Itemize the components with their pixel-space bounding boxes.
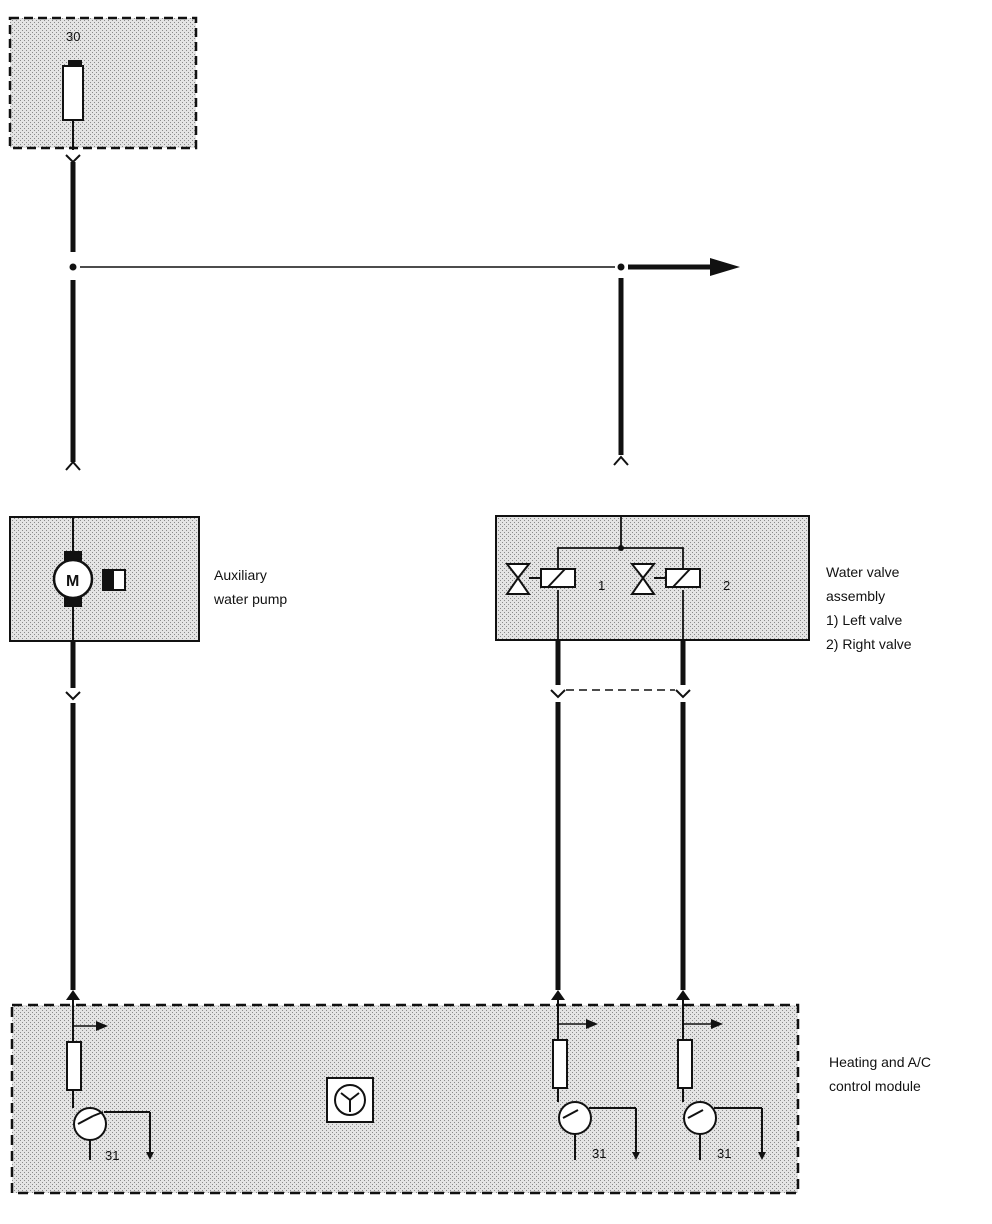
aux-pump-label-line2: water pump	[214, 591, 288, 607]
control-module-label-line2: control module	[829, 1078, 921, 1094]
wire-power-to-pump	[65, 154, 81, 471]
ground-icon-right	[758, 1152, 766, 1160]
power-supply-box	[8, 16, 198, 150]
water-valve-label-line2: assembly	[826, 588, 886, 604]
terminal-31-left: 31	[105, 1148, 119, 1163]
right-valve-icon	[629, 563, 701, 595]
valve2-number: 2	[723, 578, 730, 593]
module-input-arrow-right	[676, 990, 690, 1000]
left-valve-icon	[504, 563, 576, 595]
terminal-31-mid: 31	[592, 1146, 606, 1161]
ground-icon-mid	[632, 1152, 640, 1160]
valve1-number: 1	[598, 578, 605, 593]
driver-stage-right	[677, 1000, 763, 1160]
module-processor-icon	[326, 1077, 374, 1123]
pump-motor-icon	[52, 517, 94, 641]
module-input-arrow-left	[66, 990, 80, 1000]
control-module-label-line1: Heating and A/C	[829, 1054, 931, 1070]
fuse-terminal-30	[62, 60, 84, 150]
ground-icon-left	[146, 1152, 154, 1160]
water-valve-label-line1: Water valve	[826, 564, 900, 580]
module-input-arrow-mid	[551, 990, 565, 1000]
wire-pump-to-module	[65, 641, 81, 990]
driver-stage-mid	[552, 1000, 637, 1160]
aux-pump-label: Auxiliary water pump	[214, 563, 287, 611]
junction-right	[617, 263, 625, 271]
pump-connector-icon	[102, 569, 126, 591]
junction-left	[69, 263, 77, 271]
water-valve-label: Water valve assembly 1) Left valve 2) Ri…	[826, 560, 912, 656]
driver-stage-left	[66, 1000, 151, 1160]
control-module-label: Heating and A/C control module	[829, 1050, 931, 1098]
water-valve-label-line4: 2) Right valve	[826, 636, 912, 652]
valve-common-node	[618, 545, 624, 551]
motor-m-label: M	[66, 573, 79, 590]
terminal-31-right: 31	[717, 1146, 731, 1161]
continues-arrow-icon	[710, 258, 740, 276]
aux-pump-label-line1: Auxiliary	[214, 567, 267, 583]
wire-branch-to-valve	[613, 278, 629, 466]
terminal-30-label: 30	[66, 29, 80, 44]
control-module-box	[10, 1003, 800, 1195]
water-valve-label-line3: 1) Left valve	[826, 612, 903, 628]
wire-valve-to-module	[550, 640, 691, 990]
